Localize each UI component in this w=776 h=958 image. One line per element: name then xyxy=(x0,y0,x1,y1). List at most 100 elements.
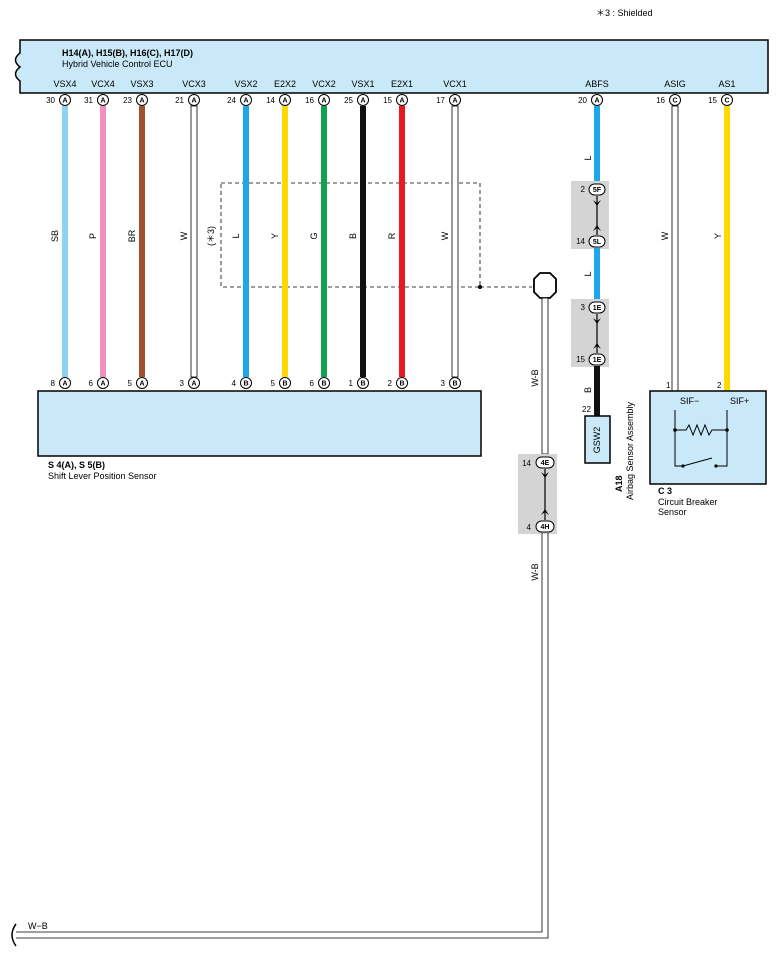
sensor-box xyxy=(37,390,482,457)
as1-ecu-conn: C xyxy=(724,98,729,105)
ground-color-lower: W-B xyxy=(530,563,540,580)
abfs-color-mid: L xyxy=(583,271,593,276)
wire-color-code: SB xyxy=(50,230,60,242)
ecu-pin-number: 21 xyxy=(175,96,184,105)
sensor-pin-number: 3 xyxy=(441,379,446,388)
wire-color-code: Y xyxy=(270,233,280,239)
ground-color-upper: W-B xyxy=(530,369,540,386)
ecu-terminal xyxy=(136,94,148,106)
abfs-ecu-num: 20 xyxy=(578,96,587,105)
sensor-terminal xyxy=(449,377,461,389)
sensor-pin-number: 6 xyxy=(310,379,315,388)
sensor-pin-number: 5 xyxy=(128,379,133,388)
abfs-ecu-conn: A xyxy=(594,98,599,105)
ecu-pin-number: 16 xyxy=(305,96,314,105)
wire-color-code: W xyxy=(440,231,450,240)
ecu-connector-letter: A xyxy=(282,98,287,105)
ecu-terminal xyxy=(188,94,200,106)
abfs-j2-bottom-num: 15 xyxy=(576,355,585,364)
ecu-pin-number: 25 xyxy=(344,96,353,105)
ecu-connector-letter: A xyxy=(191,98,196,105)
ground-color-bottom: W−B xyxy=(28,921,48,931)
sensor-connector-letter: B xyxy=(452,381,457,388)
ground-wire-lower xyxy=(16,533,549,939)
ecu-box xyxy=(14,39,769,94)
ecu-pin-label: VSX4 xyxy=(53,79,76,89)
breaker-part-code: C 3 xyxy=(658,486,672,496)
ecu-pin-label: VSX3 xyxy=(130,79,153,89)
shielded-note: ＊3 : Shielded xyxy=(596,8,653,18)
sensor-connector-letter: A xyxy=(191,381,196,388)
sensor-connectors: S 4(A), S 5(B) xyxy=(48,460,105,470)
as1-pin-num: 2 xyxy=(717,381,722,390)
as1-circuit: AS1 15 C Y 2 xyxy=(708,79,736,391)
abfs-circuit: ABFS 20 A L 2 5F 14 5L L 3 1E 15 1E B 22… xyxy=(571,79,635,500)
sensor-connector-letter: A xyxy=(100,381,105,388)
asig-ecu-pin: ASIG xyxy=(664,79,686,89)
ecu-name: Hybrid Vehicle Control ECU xyxy=(62,59,173,69)
ground-j-top-num: 14 xyxy=(522,459,531,468)
ecu-terminal xyxy=(59,94,71,106)
ecu-connector-letter: A xyxy=(100,98,105,105)
ecu-pin-number: 24 xyxy=(227,96,236,105)
sensor-pin-number: 3 xyxy=(180,379,185,388)
sensor-connector-letter: A xyxy=(139,381,144,388)
ground-j-bottom-terminal xyxy=(535,520,555,533)
breaker-pin-plus: SIF+ xyxy=(730,396,749,406)
breaker-resistor xyxy=(675,423,727,437)
abfs-j1-top-num: 2 xyxy=(581,185,586,194)
abfs-ecu-terminal xyxy=(591,94,603,106)
ecu-terminal xyxy=(318,94,330,106)
sensor-pin-number: 2 xyxy=(388,379,393,388)
ecu-pin-label: VCX2 xyxy=(312,79,336,89)
asig-color: W xyxy=(660,231,670,240)
sensor-terminal xyxy=(318,377,330,389)
airbag-part-code: A18 xyxy=(614,475,624,492)
airbag-sensor-box xyxy=(584,415,611,464)
abfs-j2-bottom-conn: 1E xyxy=(593,357,602,364)
airbag-part-name: Airbag Sensor Assembly xyxy=(625,401,635,500)
abfs-j2-bottom-terminal xyxy=(588,353,606,366)
abfs-pin-num: 22 xyxy=(582,405,591,414)
abfs-j2-top-terminal xyxy=(588,301,606,314)
sensor-terminal xyxy=(97,377,109,389)
sensor-terminal xyxy=(59,377,71,389)
abfs-j1-bottom-terminal xyxy=(588,235,606,248)
shield-dot xyxy=(478,285,482,289)
circuit-breaker-sensor: SIF− SIF+ C 3 Circuit Breaker Sensor xyxy=(649,390,767,517)
abfs-j2-top-conn: 1E xyxy=(593,305,602,312)
abfs-color-top: L xyxy=(583,155,593,160)
wire-color-code: L xyxy=(231,233,241,238)
breaker-node-right xyxy=(725,428,729,432)
abfs-j2-top-num: 3 xyxy=(581,303,586,312)
sensor-terminal xyxy=(188,377,200,389)
as1-ecu-num: 15 xyxy=(708,96,717,105)
abfs-j1-top-terminal xyxy=(588,183,606,196)
sensor-connector-letter: B xyxy=(282,381,287,388)
sensor-pin-number: 4 xyxy=(232,379,237,388)
wire-vcx1 xyxy=(451,105,459,378)
asig-ecu-num: 16 xyxy=(656,96,665,105)
asig-circuit: ASIG 16 C W 1 xyxy=(656,79,686,392)
sensor-connector-letter: B xyxy=(399,381,404,388)
ecu-terminal xyxy=(396,94,408,106)
sensor-pin-number: 6 xyxy=(89,379,94,388)
ground-wire-upper xyxy=(541,297,549,455)
asig-ecu-terminal xyxy=(669,94,681,106)
wire-color-code: G xyxy=(309,232,319,239)
ecu-connector-letter: A xyxy=(399,98,404,105)
sensor-terminal xyxy=(240,377,252,389)
ecu-pin-number: 15 xyxy=(383,96,392,105)
ground-j-top-conn: 4E xyxy=(541,460,550,467)
ecu-pin-label: E2X1 xyxy=(391,79,413,89)
sensor-pin-number: 5 xyxy=(271,379,276,388)
ecu-terminal xyxy=(240,94,252,106)
breaker-pin-minus: SIF− xyxy=(680,396,699,406)
ecu-connector-letter: A xyxy=(360,98,365,105)
ecu-pin-label: E2X2 xyxy=(274,79,296,89)
left-wires: VSX430ASB8AVSX4VCX431AP6AVCX4VSX323ABR5A… xyxy=(46,79,467,406)
wire-color-code: BR xyxy=(127,229,137,242)
sensor-connector-letter: B xyxy=(360,381,365,388)
breaker-node-left xyxy=(673,428,677,432)
